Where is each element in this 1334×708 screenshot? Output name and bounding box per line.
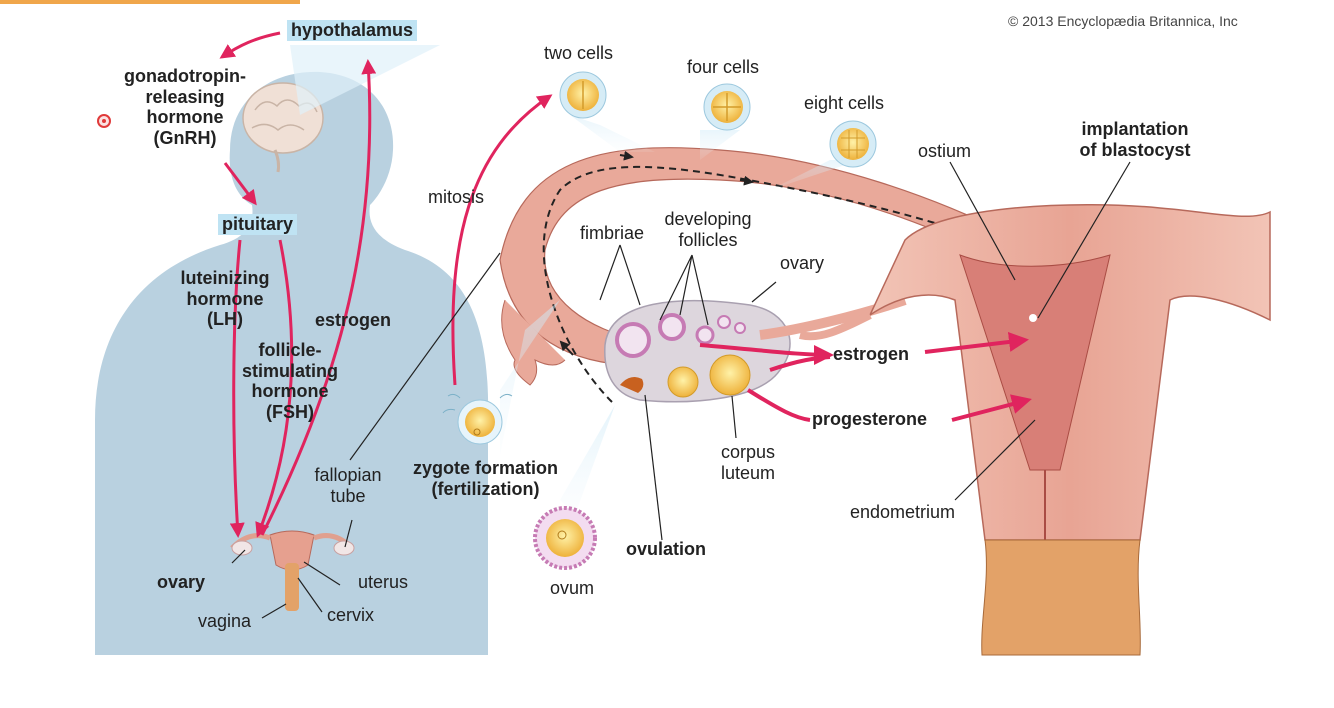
label-ovulation: ovulation [626,539,706,559]
label-vagina: vagina [198,611,252,631]
label-zygote-formation: zygote formation(fertilization) [412,458,558,499]
label-cervix: cervix [327,605,375,625]
label-estrogen-body: estrogen [315,310,392,330]
uterus-illustration [799,203,1271,656]
label-ovary-small: ovary [157,572,206,592]
label-gnrh: gonadotropin-releasing hormone(GnRH) [124,66,246,149]
label-two-cells: two cells [544,43,614,63]
arrow-ovary-estrogen-2 [769,355,831,372]
label-progesterone: progesterone [812,409,928,429]
eight-cells-illustration [829,120,877,168]
follicles [615,313,751,398]
arrow-gnrh-to-pituitary [223,162,257,206]
top-accent-bar [0,0,300,4]
arrow-to-gnrh [219,31,281,59]
label-ostium: ostium [918,141,972,161]
arrow-estrogen-up [260,59,377,536]
label-eight-cells: eight cells [804,93,885,113]
record-indicator-icon [97,114,111,128]
hypothalamus-cone [290,45,440,115]
label-ovary: ovary [780,253,825,273]
copyright-notice: © 2013 Encyclopædia Britannica, Inc [1008,13,1238,29]
label-estrogen-ovary: estrogen [833,344,910,364]
arrow-estrogen-to-uterus [924,331,1029,354]
label-fimbriae: fimbriae [580,223,645,243]
small-uterus-illustration [230,530,355,611]
two-cells-illustration [559,71,607,119]
label-four-cells: four cells [687,57,760,77]
label-uterus: uterus [358,572,409,592]
label-hypothalamus: hypothalamus [287,20,418,41]
ovum-illustration [533,506,597,570]
arrow-ovary-estrogen [699,343,834,365]
label-endometrium: endometrium [850,502,956,522]
label-mitosis: mitosis [428,187,485,207]
arrow-lh [229,239,245,538]
arrow-progesterone-to-uterus [951,394,1032,422]
label-pituitary: pituitary [218,214,298,235]
zygote-illustration [442,393,513,445]
arrow-fsh [255,239,294,538]
arrow-ovary-progesterone [746,388,811,422]
four-cells-illustration [703,83,751,131]
label-ovum: ovum [550,578,595,598]
label-fsh: follicle-stimulating hormone(FSH) [241,340,338,423]
arrow-mitosis [451,94,553,386]
